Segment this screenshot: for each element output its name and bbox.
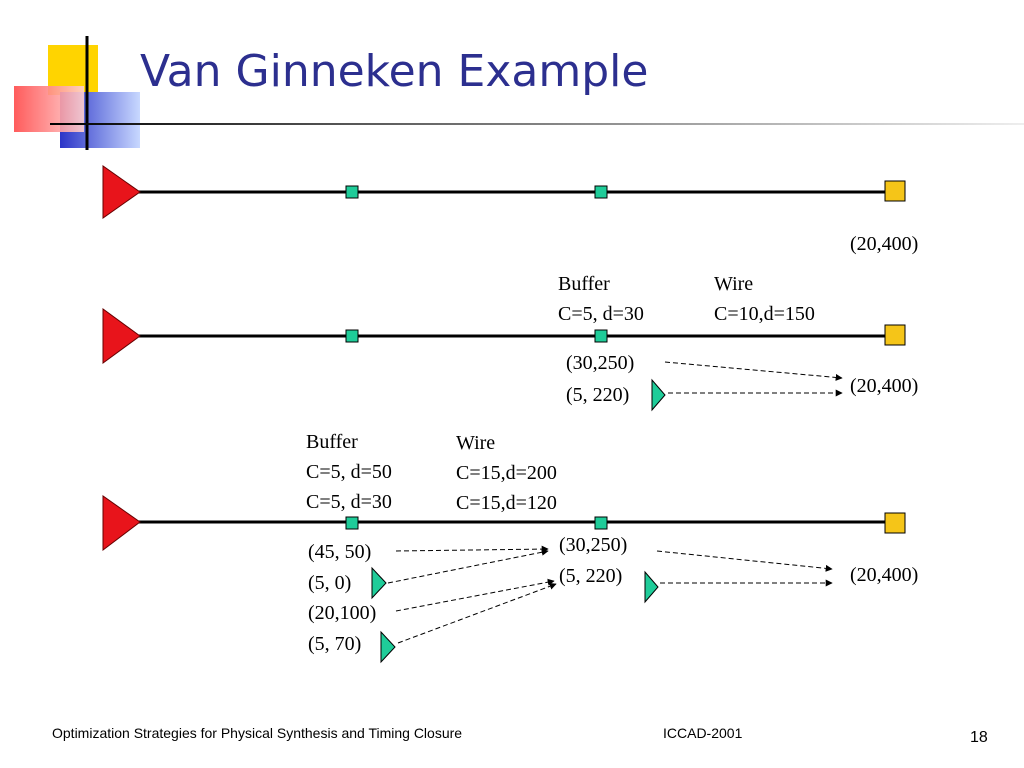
buffer-params-row-3: C=5, d=30: [306, 491, 392, 513]
sink-label-row-3: (20,400): [850, 564, 919, 586]
node-icon: [345, 185, 359, 199]
buffer-header-row-2: Buffer: [558, 273, 610, 295]
wire-header-row-2: Wire: [714, 273, 754, 295]
dashed-arrow: [395, 578, 555, 612]
dashed-arrow: [387, 548, 549, 584]
page-number: 18: [970, 729, 988, 746]
node-icon: [345, 516, 359, 530]
dashed-arrow: [395, 545, 549, 553]
node-icon: [594, 329, 608, 343]
buffer-header-row-3: Buffer: [306, 431, 358, 453]
wire-params-row-3: C=15,d=200: [456, 462, 557, 484]
title-rule: [50, 123, 1024, 125]
node-icon: [594, 185, 608, 199]
footer-left: Optimization Strategies for Physical Syn…: [52, 725, 463, 741]
candidate-label: (5, 0): [308, 572, 352, 594]
candidate-label: (5, 220): [559, 565, 623, 587]
buffer-params-row-2: C=5, d=30: [558, 303, 644, 325]
candidate-label: (5, 70): [308, 633, 362, 655]
candidate-label: (5, 220): [566, 384, 630, 406]
candidate-label: (30,250): [559, 534, 628, 556]
net-row-1: [102, 165, 906, 219]
wire-params-row-2: C=10,d=150: [714, 303, 815, 325]
sink-label-row-2: (20,400): [850, 375, 919, 397]
dashed-arrow: [664, 361, 843, 381]
sink-label-row-1: (20,400): [850, 233, 919, 255]
sink-icon: [884, 324, 906, 346]
buffer-icon: [380, 630, 396, 664]
candidate-label: (45, 50): [308, 541, 372, 563]
candidate-label: (20,100): [308, 602, 377, 624]
dashed-arrow: [397, 582, 557, 644]
footer-center: ICCAD-2001: [663, 725, 743, 741]
candidate-label: (30,250): [566, 352, 635, 374]
buffer-icon: [651, 378, 666, 412]
net-row-3: [102, 495, 906, 664]
sink-icon: [884, 512, 906, 534]
sink-icon: [884, 180, 906, 202]
net-row-2: [102, 308, 906, 412]
driver-icon: [102, 308, 141, 364]
wire-params-row-3: C=15,d=120: [456, 492, 557, 514]
wire-header-row-3: Wire: [456, 432, 496, 454]
buffer-icon: [644, 570, 659, 604]
dashed-arrow: [656, 550, 833, 572]
buffer-params-row-3: C=5, d=50: [306, 461, 392, 483]
node-icon: [594, 516, 608, 530]
driver-icon: [102, 495, 141, 552]
driver-icon: [102, 165, 141, 219]
slide-title: Van Ginneken Example: [140, 46, 649, 97]
buffer-icon: [371, 566, 387, 600]
logo-graphic: [14, 36, 140, 150]
node-icon: [345, 329, 359, 343]
